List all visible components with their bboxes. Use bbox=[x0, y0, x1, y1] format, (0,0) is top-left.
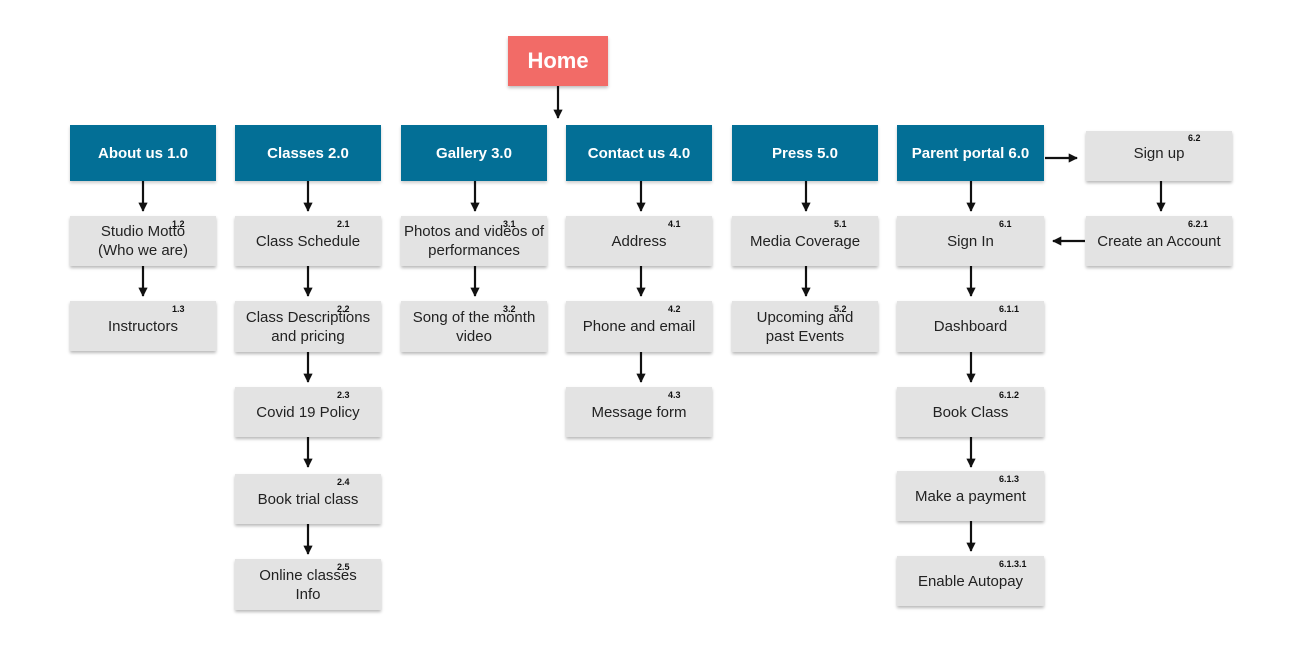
page-label: Create an Account bbox=[1097, 232, 1221, 250]
page-dashboard: 6.1.1 Dashboard bbox=[897, 301, 1044, 352]
page-book-trial-class: 2.4 Book trial class bbox=[235, 474, 381, 524]
home-label: Home bbox=[527, 48, 589, 73]
page-number: 6.2.1 bbox=[1188, 219, 1209, 229]
section-label: Press 5.0 bbox=[772, 144, 838, 162]
page-number: 4.3 bbox=[668, 390, 681, 400]
page-number: 6.1.3.1 bbox=[999, 559, 1027, 569]
page-number: 6.1.2 bbox=[999, 390, 1020, 400]
page-phone-email: 4.2 Phone and email bbox=[566, 301, 712, 352]
page-label: Sign up bbox=[1133, 144, 1185, 162]
section-label: Gallery 3.0 bbox=[436, 144, 512, 162]
page-class-schedule: 2.1 Class Schedule bbox=[235, 216, 381, 266]
page-label: Make a payment bbox=[915, 487, 1026, 505]
page-song-of-the-month: 3.2 Song of the month video bbox=[401, 301, 547, 352]
page-number: 1.2 bbox=[172, 219, 185, 229]
page-number: 2.3 bbox=[337, 390, 350, 400]
page-enable-autopay: 6.1.3.1 Enable Autopay bbox=[897, 556, 1044, 606]
page-number: 1.3 bbox=[172, 304, 185, 314]
page-number: 2.4 bbox=[337, 477, 350, 487]
page-create-account: 6.2.1 Create an Account bbox=[1086, 216, 1232, 266]
page-label: Upcoming and past Events bbox=[756, 308, 854, 345]
page-sign-in: 6.1 Sign In bbox=[897, 216, 1044, 266]
section-label: Classes 2.0 bbox=[267, 144, 349, 162]
page-label: Online classes Info bbox=[259, 566, 357, 603]
section-label: About us 1.0 bbox=[97, 144, 188, 162]
page-label: Sign In bbox=[947, 232, 994, 250]
page-label: Book trial class bbox=[257, 490, 359, 508]
page-number: 4.2 bbox=[668, 304, 681, 314]
page-online-classes: 2.5 Online classes Info bbox=[235, 559, 381, 610]
section-label: Contact us 4.0 bbox=[587, 144, 691, 162]
page-label: Class Schedule bbox=[255, 232, 361, 250]
page-number: 2.5 bbox=[337, 562, 350, 572]
page-number: 6.1.3 bbox=[999, 474, 1020, 484]
home-node: Home bbox=[508, 36, 608, 86]
section-gallery: Gallery 3.0 bbox=[401, 125, 547, 181]
page-label: Studio Motto (Who we are) bbox=[97, 223, 189, 259]
page-photos-videos: 3.1 Photos and videos of performances bbox=[401, 216, 547, 266]
page-label: Instructors bbox=[107, 317, 179, 335]
page-make-payment: 6.1.3 Make a payment bbox=[897, 471, 1044, 521]
page-book-class: 6.1.2 Book Class bbox=[897, 387, 1044, 437]
page-message-form: 4.3 Message form bbox=[566, 387, 712, 437]
section-contact-us: Contact us 4.0 bbox=[566, 125, 712, 181]
page-number: 5.2 bbox=[834, 304, 847, 314]
page-number: 3.1 bbox=[503, 219, 516, 229]
page-instructors: 1.3 Instructors bbox=[70, 301, 216, 351]
page-number: 5.1 bbox=[834, 219, 847, 229]
page-label: Phone and email bbox=[582, 318, 696, 335]
page-number: 2.1 bbox=[337, 219, 350, 229]
section-parent-portal: Parent portal 6.0 bbox=[897, 125, 1044, 181]
page-studio-motto: 1.2 Studio Motto (Who we are) bbox=[70, 216, 216, 266]
page-covid-policy: 2.3 Covid 19 Policy bbox=[235, 387, 381, 437]
section-label: Parent portal 6.0 bbox=[911, 144, 1030, 162]
page-label: Address bbox=[611, 232, 667, 250]
page-class-descriptions: 2.2 Class Descriptions and pricing bbox=[235, 301, 381, 352]
page-label: Media Coverage bbox=[749, 232, 861, 250]
page-label: Dashboard bbox=[933, 318, 1008, 335]
page-label: Enable Autopay bbox=[917, 572, 1024, 590]
page-number: 6.1.1 bbox=[999, 304, 1020, 314]
page-sign-up: 6.2 Sign up bbox=[1086, 131, 1232, 181]
page-number: 6.1 bbox=[999, 219, 1012, 229]
section-classes: Classes 2.0 bbox=[235, 125, 381, 181]
page-label: Photos and videos of performances bbox=[403, 223, 545, 259]
page-events: 5.2 Upcoming and past Events bbox=[732, 301, 878, 352]
section-about-us: About us 1.0 bbox=[70, 125, 216, 181]
page-address: 4.1 Address bbox=[566, 216, 712, 266]
page-label: Message form bbox=[591, 403, 687, 421]
section-press: Press 5.0 bbox=[732, 125, 878, 181]
page-label: Covid 19 Policy bbox=[256, 403, 360, 421]
page-label: Class Descriptions and pricing bbox=[245, 308, 371, 345]
page-number: 2.2 bbox=[337, 304, 350, 314]
page-number: 4.1 bbox=[668, 219, 681, 229]
page-number: 3.2 bbox=[503, 304, 516, 314]
page-label: Song of the month video bbox=[412, 308, 536, 345]
page-number: 6.2 bbox=[1188, 133, 1201, 143]
page-label: Book Class bbox=[932, 403, 1009, 421]
page-media-coverage: 5.1 Media Coverage bbox=[732, 216, 878, 266]
